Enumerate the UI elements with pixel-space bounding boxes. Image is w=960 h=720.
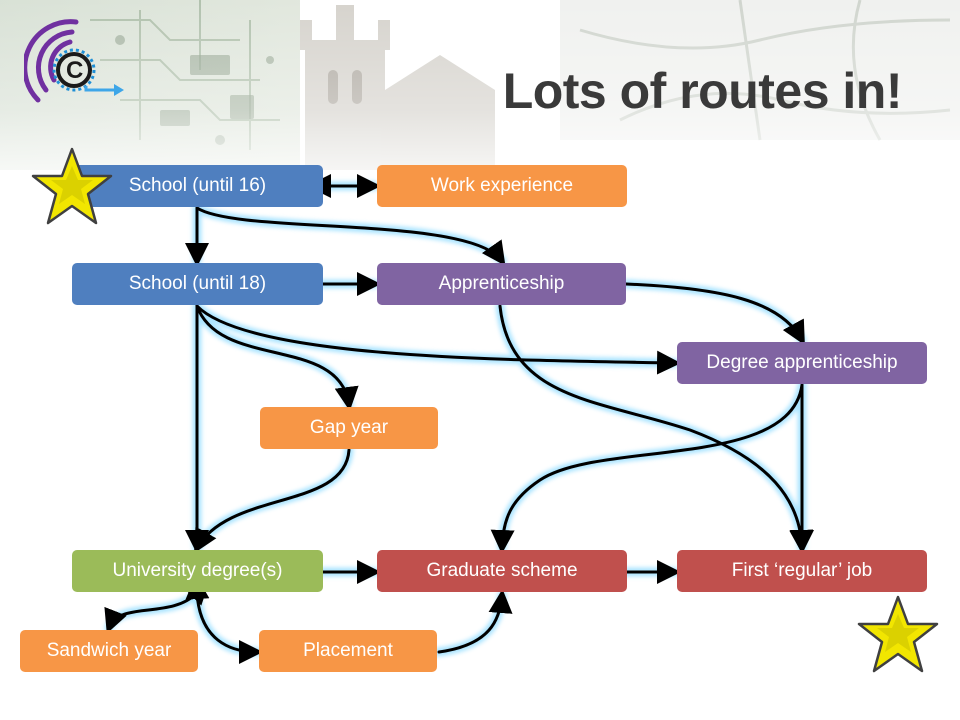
node-gap-year-label: Gap year: [309, 417, 389, 438]
node-degree-apprenticeship-label: Degree apprenticeship: [706, 352, 898, 373]
node-school-18-label: School (until 18): [128, 273, 267, 294]
arrow-school18-degreeapp: [195, 304, 681, 375]
arrow-school16-apprenticeship: [195, 206, 506, 266]
node-first-job: First ‘regular’ job: [677, 550, 927, 592]
node-school-16: School (until 16): [72, 165, 323, 207]
arrow-degreeapp-graduate: [490, 383, 804, 554]
node-placement-label: Placement: [303, 640, 393, 661]
node-school-18: School (until 18): [72, 263, 323, 305]
node-graduate-scheme: Graduate scheme: [377, 550, 627, 592]
arrow-gapyear-university: [194, 448, 351, 554]
arrow-apprenticeship-firstjob: [498, 304, 814, 554]
node-degree-apprenticeship: Degree apprenticeship: [677, 342, 927, 384]
node-university-label: University degree(s): [112, 560, 283, 581]
node-apprenticeship: Apprenticeship: [377, 263, 626, 305]
arrow-apprenticeship-degreeapp: [624, 282, 805, 346]
node-placement: Placement: [259, 630, 437, 672]
node-first-job-label: First ‘regular’ job: [731, 560, 873, 581]
arrow-placement-graduate: [437, 589, 513, 654]
start-star-icon: [31, 147, 113, 225]
node-apprenticeship-label: Apprenticeship: [438, 273, 565, 294]
node-work-experience: Work experience: [377, 165, 627, 207]
node-graduate-scheme-label: Graduate scheme: [426, 560, 578, 581]
end-star-icon: [857, 595, 939, 673]
arrow-school16-apprenticeship-glow: [192, 203, 507, 266]
node-sandwich-year: Sandwich year: [20, 630, 198, 672]
arrow-line-layer: [104, 174, 814, 664]
arrow-school18-gapyear: [195, 304, 359, 411]
node-sandwich-year-label: Sandwich year: [46, 640, 172, 661]
arrow-university-placement-glow: [192, 588, 262, 657]
node-work-experience-label: Work experience: [430, 175, 574, 196]
slide-title: Lots of routes in!: [502, 63, 903, 119]
arrow-gapyear-university-glow: [192, 445, 354, 553]
node-gap-year: Gap year: [260, 407, 438, 449]
node-school-16-label: School (until 16): [128, 175, 267, 196]
arrow-university-placement: [185, 575, 263, 664]
node-university: University degree(s): [72, 550, 323, 592]
cyber-c-logo-icon: C: [24, 19, 124, 103]
svg-text:C: C: [66, 57, 83, 84]
